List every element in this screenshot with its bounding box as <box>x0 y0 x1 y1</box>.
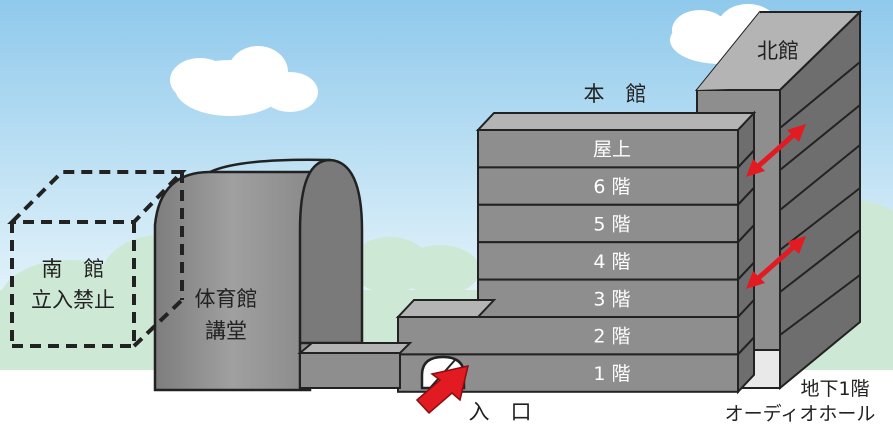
south-building-label-line1: 南 館 <box>42 257 105 281</box>
basement-label-line2: オーディオホール <box>725 403 876 425</box>
floor-block: 3 階 <box>477 260 755 320</box>
floor-label: 1 階 <box>593 363 630 385</box>
floor-block: 2 階 <box>395 297 755 357</box>
floor-block: 6 階 <box>477 147 755 208</box>
floor-label: 屋上 <box>593 139 631 161</box>
floor-block: 5 階 <box>477 185 755 245</box>
floor-label: 6 階 <box>593 176 630 198</box>
cloud-left <box>170 46 318 116</box>
gymnasium-building <box>153 158 364 392</box>
floor-label: 5 階 <box>593 214 630 236</box>
floor-block: 4 階 <box>477 222 755 283</box>
main-building-label: 本 館 <box>584 82 647 106</box>
gym-label-line2: 講堂 <box>205 319 247 343</box>
entrance-arrow-icon <box>415 365 470 415</box>
connection-arrow-upper <box>746 124 806 177</box>
floor-block: 屋上 <box>475 110 757 170</box>
connection-arrow-lower <box>746 236 806 289</box>
north-side-stripes <box>779 61 861 336</box>
floor-label: 4 階 <box>593 251 630 273</box>
floor-label: 3 階 <box>593 288 630 310</box>
corridor <box>297 342 413 389</box>
south-building-label-line2: 立入禁止 <box>31 288 115 312</box>
north-building-label: 北館 <box>757 39 799 63</box>
gym-label-line1: 体育館 <box>195 287 258 311</box>
floor-label: 2 階 <box>593 326 630 348</box>
entrance-label: 入 口 <box>469 400 532 424</box>
south-building-outline <box>7 170 187 348</box>
basement-label-line1: 地下1階 <box>800 378 869 400</box>
